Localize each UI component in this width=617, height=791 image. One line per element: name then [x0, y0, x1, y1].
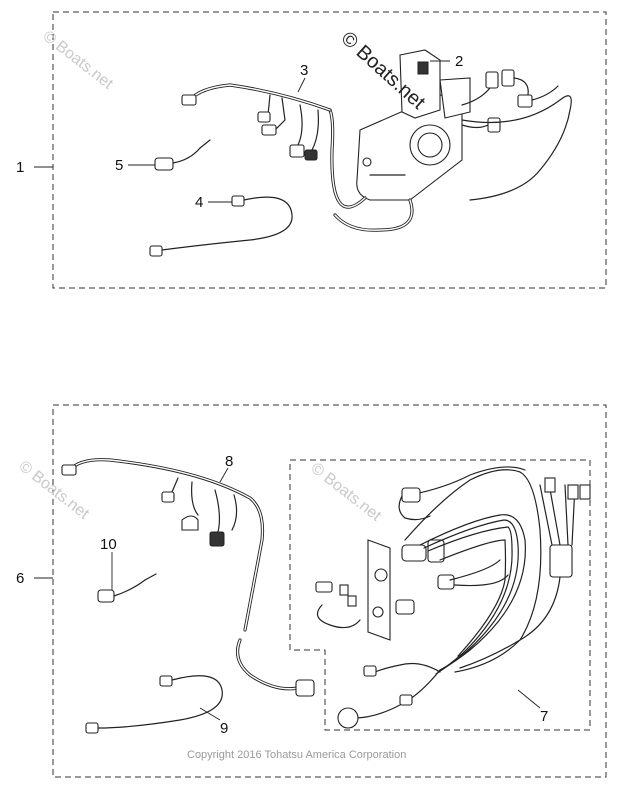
lead-4 [149, 195, 293, 257]
callout-7-leader [517, 689, 541, 709]
callout-6: 6 [16, 570, 24, 587]
watermark-faint-1: © Boats.net [40, 28, 117, 93]
copyright-text: Copyright 2016 Tohatsu America Corporati… [187, 749, 406, 761]
inner-assembly-boundary [289, 459, 591, 731]
remote-control-box [356, 49, 471, 201]
lead-9 [85, 675, 223, 734]
callout-2: 2 [455, 53, 463, 70]
upper-assembly-boundary [52, 11, 607, 289]
lower-assembly-group: 6 8 10 [16, 404, 607, 778]
watermark-faint-3: © Boats.net [308, 460, 385, 525]
upper-assembly-group: 1 2 [16, 11, 607, 289]
callout-8: 8 [225, 453, 233, 470]
harness-7-panel [315, 539, 455, 641]
lower-assembly-boundary [52, 404, 607, 778]
pigtail-10 [97, 573, 157, 603]
control-box-connectors [461, 69, 559, 133]
watermark-faint-2: © Boats.net [16, 458, 93, 523]
pigtail-5 [154, 139, 211, 171]
callout-9: 9 [220, 720, 228, 737]
callout-5: 5 [115, 157, 123, 174]
harness-3 [181, 83, 332, 161]
callout-3-leader [297, 77, 306, 93]
harness-7-bundle [337, 466, 591, 729]
callout-3: 3 [300, 62, 308, 79]
callout-1: 1 [16, 159, 24, 176]
callout-8-leader [219, 467, 229, 483]
harness-8 [61, 458, 265, 632]
callout-4: 4 [195, 194, 203, 211]
callout-10: 10 [100, 536, 117, 553]
callout-9-leader [199, 707, 221, 721]
callout-7: 7 [540, 708, 548, 725]
